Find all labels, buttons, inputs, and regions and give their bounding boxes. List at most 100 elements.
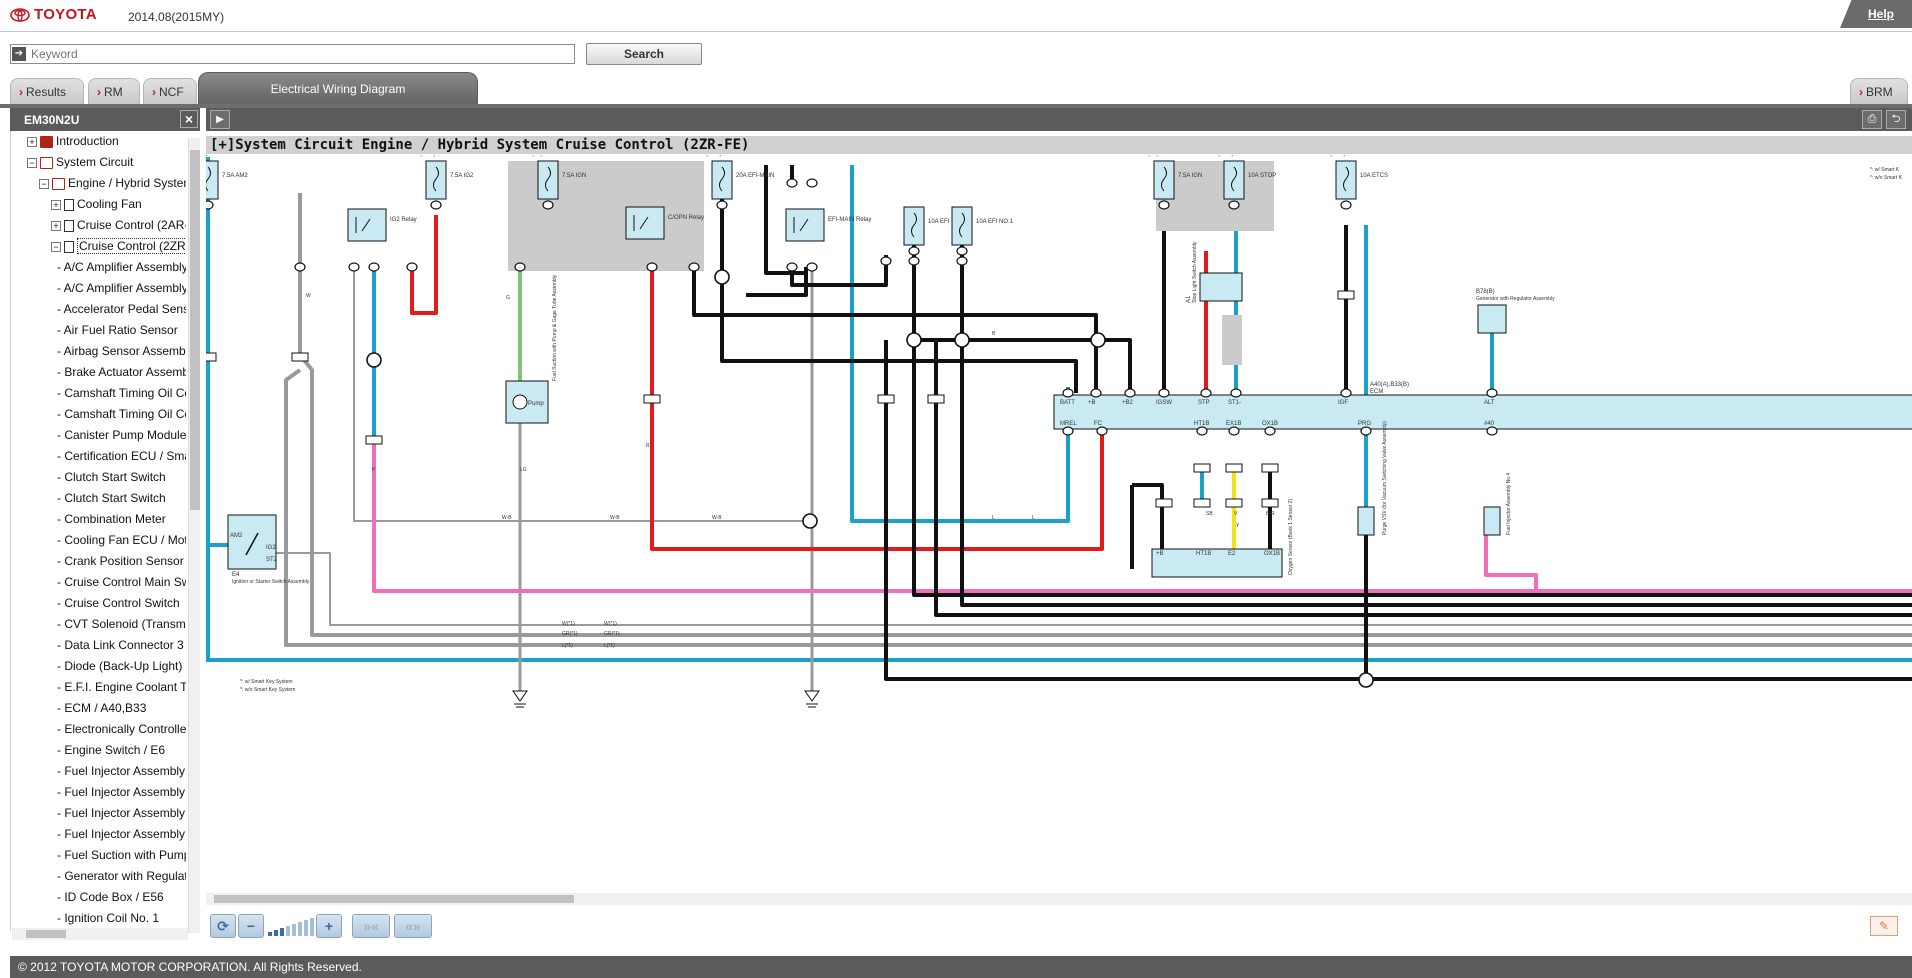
chevron-right-icon: › (97, 84, 101, 99)
tree-item[interactable]: −System Circuit (27, 152, 186, 173)
refresh-button[interactable]: ⟳ (210, 914, 236, 938)
expand-icon[interactable]: + (51, 199, 61, 210)
first-page-button[interactable]: »« (352, 914, 390, 938)
tree-item[interactable]: - Cruise Control Switch (57, 593, 186, 614)
print-button[interactable]: ⎙ (1862, 110, 1882, 129)
tab-results[interactable]: ›Results (10, 78, 84, 104)
zoom-out-button[interactable]: − (238, 914, 264, 938)
zoom-step[interactable] (280, 928, 284, 936)
tree-item[interactable]: - Crank Position Sensor (57, 551, 186, 572)
tab-ncf[interactable]: ›NCF (143, 78, 197, 104)
tree-item[interactable]: - ECM / A40,B33 (57, 698, 186, 719)
close-panel-button[interactable]: × (180, 110, 198, 128)
expand-icon[interactable]: + (27, 136, 37, 147)
expand-icon[interactable]: + (51, 220, 61, 231)
tree-item[interactable]: - E.F.I. Engine Coolant Temperature Sens… (57, 677, 186, 698)
tree-item[interactable]: - A/C Amplifier Assembly (57, 278, 186, 299)
tree-item[interactable]: - Generator with Regulator (57, 866, 186, 887)
zoom-step[interactable] (304, 920, 308, 936)
tree-item[interactable]: - Cruise Control Main Switch (57, 572, 186, 593)
tab-electrical-wiring-diagram[interactable]: Electrical Wiring Diagram (198, 72, 478, 104)
diagram-horizontal-scrollbar[interactable] (206, 893, 1912, 905)
tree-item[interactable]: - Accelerator Pedal Sensor (57, 299, 186, 320)
wire-color-label: L (1032, 515, 1035, 521)
tree-item[interactable]: - Electronically Controlled Throttle (57, 719, 186, 740)
top-header: TOYOTA 2014.08(2015MY) Help (0, 0, 1912, 32)
tree-item-label: - Fuel Suction with Pump (57, 848, 186, 862)
tree-item[interactable]: - Camshaft Timing Oil Control Valve (57, 404, 186, 425)
tree-item-label: - Cooling Fan ECU / Motor (57, 533, 186, 547)
tree-vertical-scrollbar[interactable] (188, 138, 200, 933)
feedback-icon[interactable]: ✎ (1870, 916, 1898, 936)
tree-item[interactable]: - A/C Amplifier Assembly (57, 257, 186, 278)
connector-pin (880, 256, 892, 266)
navigation-tree: +Introduction−System Circuit−Engine / Hy… (10, 131, 186, 931)
tree-item[interactable]: - Canister Pump Module (57, 425, 186, 446)
tree-item[interactable]: - Brake Actuator Assembly (57, 362, 186, 383)
connector-pin (1264, 426, 1276, 436)
connector-pin (1228, 200, 1240, 210)
collapse-icon[interactable]: − (39, 178, 49, 189)
tree-item[interactable]: - Combination Meter (57, 509, 186, 530)
tree-item[interactable]: +Cooling Fan (51, 194, 186, 215)
tree-item[interactable]: - Fuel Injector Assembly (57, 782, 186, 803)
help-link[interactable]: Help (1840, 0, 1912, 28)
tree-item[interactable]: - Clutch Start Switch (57, 488, 186, 509)
zoom-step[interactable] (298, 922, 302, 936)
tree-item[interactable]: - Data Link Connector 3 (57, 635, 186, 656)
tree-item[interactable]: - Camshaft Timing Oil Control Valve (57, 383, 186, 404)
tree-item[interactable]: - Fuel Injector Assembly (57, 761, 186, 782)
tab-brm-label: BRM (1866, 84, 1893, 99)
zoom-in-button[interactable]: + (316, 914, 342, 938)
connector-pin (1230, 388, 1242, 398)
ecm-label: ECM (1370, 389, 1383, 395)
tree-item[interactable]: - Air Fuel Ratio Sensor (57, 320, 186, 341)
zoom-step[interactable] (274, 930, 278, 936)
tree-item[interactable]: - ID Code Box / E56 (57, 887, 186, 908)
tree-item[interactable]: - Fuel Suction with Pump (57, 845, 186, 866)
zoom-level-indicator[interactable] (268, 918, 318, 936)
zoom-step[interactable] (268, 932, 272, 936)
zoom-toolbar: ⟳ − + »« «» ✎ (206, 912, 1912, 942)
tree-item[interactable]: −Engine / Hybrid System (39, 173, 186, 194)
tree-item[interactable]: - Cooling Fan ECU / Motor (57, 530, 186, 551)
tree-item[interactable]: - Fuel Injector Assembly (57, 803, 186, 824)
expand-panel-button[interactable]: ▶ (210, 110, 230, 129)
zoom-step[interactable] (286, 926, 290, 936)
wire-color-label: W-B (712, 515, 722, 521)
tree-hscroll-thumb[interactable] (26, 930, 66, 938)
tab-rm[interactable]: ›RM (88, 78, 140, 104)
search-input[interactable] (10, 44, 575, 64)
connector-pin (956, 246, 968, 256)
connector (877, 394, 895, 404)
collapse-icon[interactable]: − (51, 241, 61, 252)
tree-item[interactable]: - Fuel Injector Assembly (57, 824, 186, 845)
zoom-step[interactable] (310, 918, 314, 936)
tree-item[interactable]: - Airbag Sensor Assembly (57, 341, 186, 362)
prev-page-button[interactable]: «» (394, 914, 432, 938)
navigation-panel-header: EM30N2U × (10, 108, 200, 131)
tree-item[interactable]: - CVT Solenoid (Transmission) (57, 614, 186, 635)
tree-item[interactable]: - Diode (Back-Up Light) (57, 656, 186, 677)
chevron-right-icon: › (152, 84, 156, 99)
search-button[interactable]: Search (586, 43, 702, 65)
ignition-code: E4 (232, 572, 240, 578)
tree-item[interactable]: - Clutch Start Switch (57, 467, 186, 488)
tree-item-label: - Clutch Start Switch (57, 491, 166, 505)
tree-item[interactable]: - Ignition Coil No. 1 (57, 908, 186, 929)
tree-item-label: - Generator with Regulator (57, 869, 186, 883)
wiring-diagram-canvas[interactable]: (SA1)7.5A AM2(SA1)7.5A IG2(IG)7.5A IGN(S… (206, 155, 1912, 890)
tree-item[interactable]: - Engine Switch / E6 (57, 740, 186, 761)
tree-item[interactable]: - Certification ECU / Smart Key ECU (57, 446, 186, 467)
tree-horizontal-scrollbar[interactable] (12, 928, 188, 940)
tree-scroll-thumb[interactable] (190, 150, 200, 510)
tree-item[interactable]: +Cruise Control (2AR-FE) (51, 215, 186, 236)
collapse-icon[interactable]: − (27, 157, 37, 168)
tree-item[interactable]: −Cruise Control (2ZR-FE) (51, 236, 186, 257)
back-button[interactable]: ⮌ (1886, 110, 1906, 129)
zoom-step[interactable] (292, 924, 296, 936)
diagram-scroll-thumb[interactable] (214, 895, 574, 903)
tree-item[interactable]: +Introduction (27, 131, 186, 152)
tab-brm[interactable]: ›BRM (1850, 78, 1908, 104)
fuse-box-label: (SA1) (206, 155, 207, 157)
